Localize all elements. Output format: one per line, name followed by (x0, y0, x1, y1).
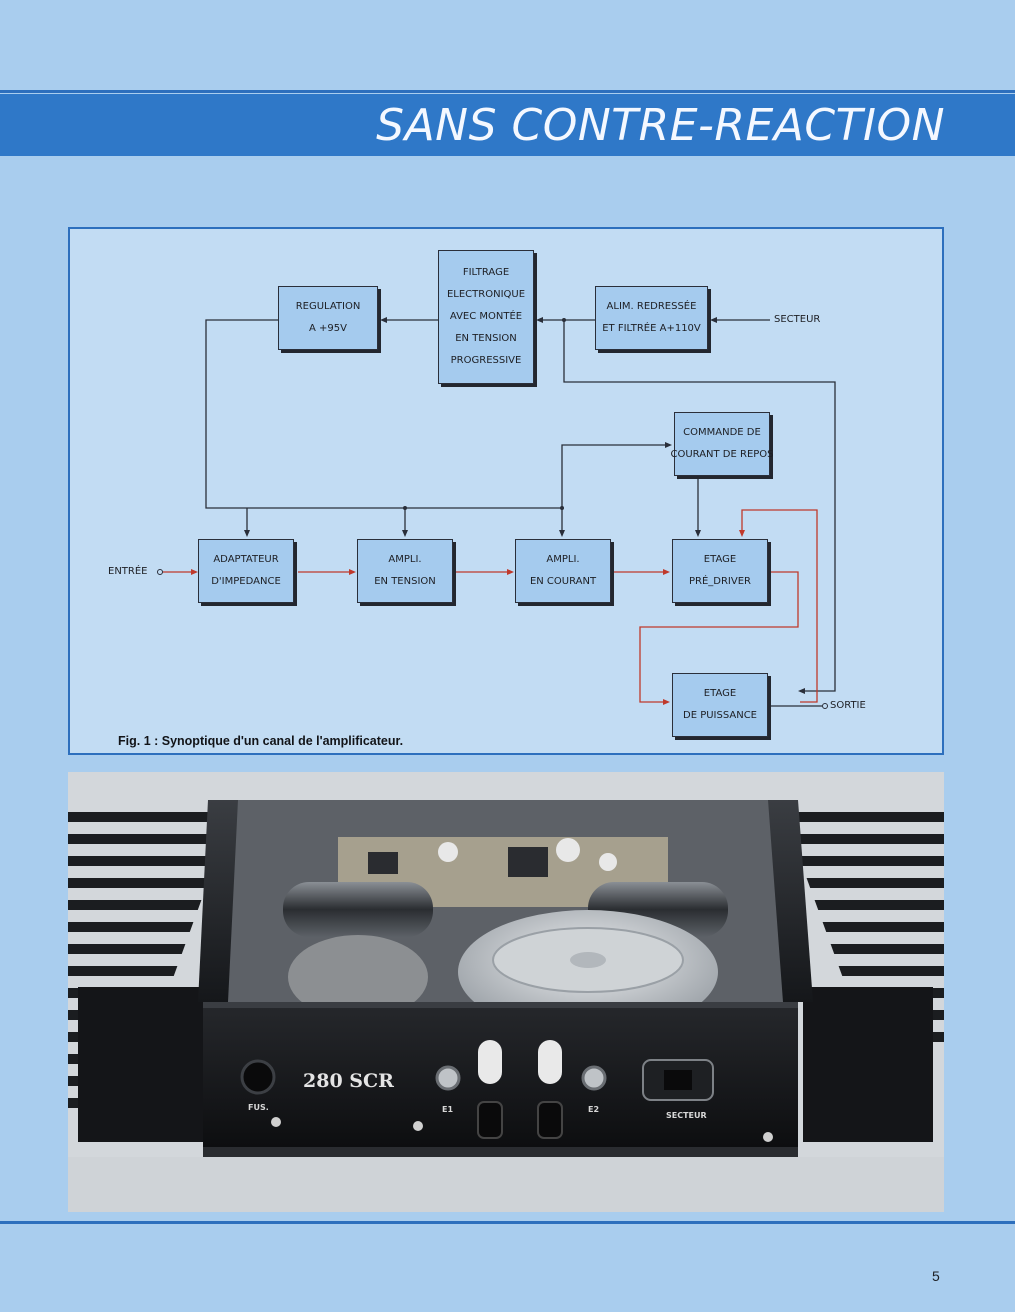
arrow-into-adaptateur (244, 530, 250, 537)
arrow-signal-adaptateur (191, 569, 198, 575)
regulation-line-1: REGULATION (295, 301, 361, 312)
entree-label: ENTRÉE (108, 566, 148, 577)
arrow-signal-puissance (663, 699, 670, 705)
fuse-holder (240, 1059, 276, 1095)
speaker-terminal-1 (478, 1040, 502, 1084)
bus-junction-1 (403, 506, 407, 510)
bottom-rule (0, 1221, 1015, 1224)
sortie-terminal (822, 703, 828, 709)
signal-predriver-puissance (639, 571, 799, 703)
alim-line-2: ET FILTRÉE A+110V (602, 323, 701, 334)
photo-secteur-label: SECTEUR (666, 1111, 707, 1120)
chassis-left-wall (198, 800, 238, 1002)
block-diagram: REGULATION A +95V FILTRAGE ELECTRONIQUE … (68, 227, 944, 755)
arrow-into-puissance (798, 688, 805, 694)
arrow-signal-courant (507, 569, 514, 575)
bus-junction-2 (560, 506, 564, 510)
signal-feedback-predriver (741, 509, 818, 703)
ampli-tension-line-2: EN TENSION (374, 576, 436, 587)
block-regulation: REGULATION A +95V (278, 286, 378, 350)
block-ampli-tension: AMPLI. EN TENSION (357, 539, 453, 603)
block-commande: COMMANDE DE COURANT DE REPOS (670, 412, 774, 476)
commande-line-1: COMMANDE DE (683, 427, 761, 438)
arrow-into-alim (710, 317, 717, 323)
arrow-signal-tension (349, 569, 356, 575)
wire-regulation-bus (205, 319, 562, 509)
arrow-feedback-predriver (739, 530, 745, 537)
speaker-terminal-2 (538, 1040, 562, 1084)
regulation-line-2: A +95V (309, 323, 347, 334)
adaptateur-line-2: D'IMPEDANCE (211, 576, 281, 587)
secteur-label: SECTEUR (774, 314, 821, 325)
arrow-into-ampli-courant (559, 530, 565, 537)
arrow-into-filtrage (536, 317, 543, 323)
ampli-tension-line-1: AMPLI. (388, 554, 422, 565)
page-title: SANS CONTRE-REACTION (376, 100, 945, 151)
block-filtrage: FILTRAGE ELECTRONIQUE AVEC MONTÉE EN TEN… (438, 250, 534, 384)
arrow-into-commande (665, 442, 672, 448)
filtrage-line-2: ELECTRONIQUE (446, 289, 526, 300)
wire-hv-rail (563, 320, 836, 692)
filtrage-line-4: EN TENSION (455, 333, 517, 344)
photo-fus-label: FUS. (248, 1103, 269, 1112)
entree-terminal (157, 569, 163, 575)
arrow-signal-predriver (663, 569, 670, 575)
filtrage-line-3: AVEC MONTÉE (449, 311, 523, 322)
chassis-right-wall (768, 800, 813, 1002)
filtrage-line-1: FILTRAGE (462, 267, 510, 278)
photo-e1-label: E1 (442, 1105, 453, 1114)
second-transformer (288, 935, 428, 1019)
arrow-into-ampli-tension (402, 530, 408, 537)
block-ampli-courant: AMPLI. EN COURANT (515, 539, 611, 603)
block-adaptateur: ADAPTATEUR D'IMPEDANCE (198, 539, 294, 603)
sortie-label: SORTIE (830, 700, 866, 711)
input-jack-e1 (435, 1065, 461, 1091)
pre-driver-line-2: PRÉ_DRIVER (688, 576, 751, 587)
amplifier-illustration: FUS. 280 SCR E1 E2 SECTEUR (68, 772, 944, 1212)
pre-driver-line-1: ETAGE (703, 554, 737, 565)
figure-caption: Fig. 1 : Synoptique d'un canal de l'ampl… (118, 734, 404, 748)
rail-junction (562, 318, 566, 322)
photo-model-label: 280 SCR (303, 1070, 394, 1092)
ampli-courant-line-2: EN COURANT (529, 576, 597, 587)
photo-e2-label: E2 (588, 1105, 599, 1114)
capacitor-left (283, 882, 433, 937)
puissance-line-1: ETAGE (703, 688, 737, 699)
commande-line-2: COURANT DE REPOS (670, 449, 774, 460)
heatsink-right (782, 812, 944, 1042)
adaptateur-line-1: ADAPTATEUR (213, 554, 279, 565)
top-rule (0, 90, 1015, 93)
diagram-wires (157, 317, 836, 709)
block-puissance: ETAGE DE PUISSANCE (672, 673, 768, 737)
block-pre-driver: ETAGE PRÉ_DRIVER (672, 539, 768, 603)
alim-line-1: ALIM. REDRESSÉE (606, 301, 697, 312)
title-banner: SANS CONTRE-REACTION (0, 94, 1015, 156)
amplifier-photo: FUS. 280 SCR E1 E2 SECTEUR (68, 772, 944, 1212)
wire-to-commande (561, 444, 670, 508)
puissance-line-2: DE PUISSANCE (683, 710, 757, 721)
arrow-into-predriver-top (695, 530, 701, 537)
block-alim: ALIM. REDRESSÉE ET FILTRÉE A+110V (595, 286, 708, 350)
arrow-into-regulation (380, 317, 387, 323)
input-jack-e2 (581, 1065, 607, 1091)
page-number: 5 (932, 1268, 940, 1284)
ampli-courant-line-1: AMPLI. (546, 554, 580, 565)
filtrage-line-5: PROGRESSIVE (450, 355, 522, 366)
